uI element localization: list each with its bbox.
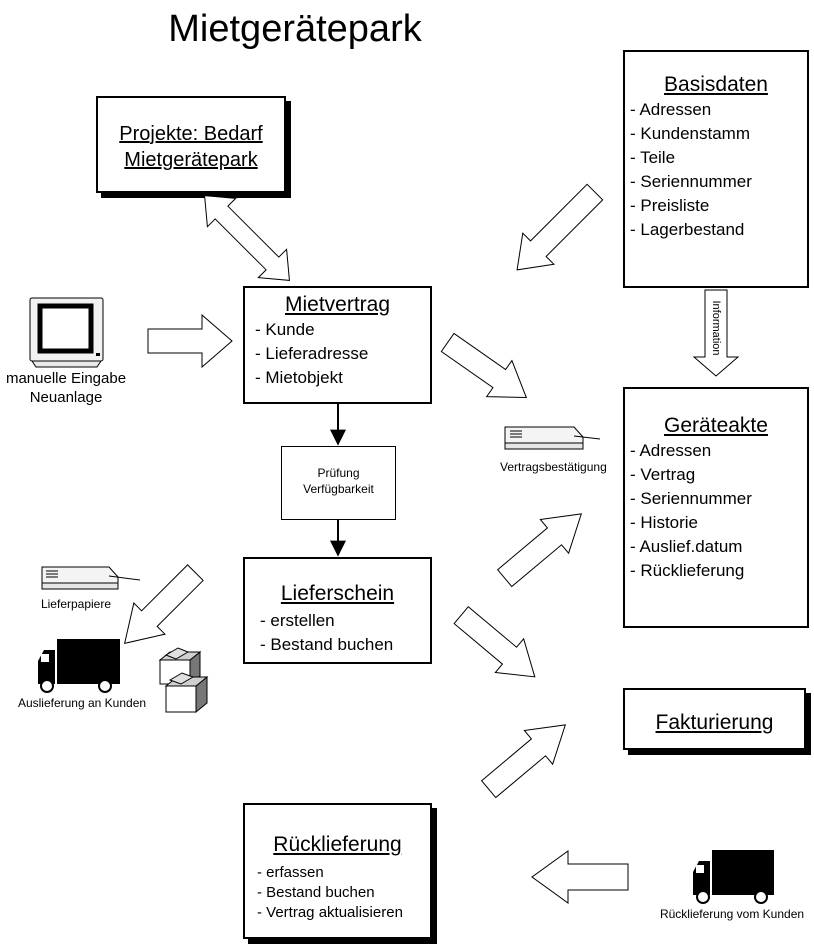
double-arrow-projekte-mietvertrag [204, 195, 290, 281]
box-icon [164, 672, 209, 714]
projekte-line2: Mietgerätepark [124, 149, 258, 171]
printer-icon [504, 426, 601, 450]
basisdaten-heading: Basisdaten [664, 73, 768, 96]
truck-icon [38, 639, 120, 693]
list-item: - Kundenstamm [630, 124, 750, 143]
arrow-eingabe-mietvertrag [147, 313, 233, 369]
pruefung-line2: Verfügbarkeit [303, 482, 374, 496]
information-arrow [692, 289, 740, 377]
list-item: - Bestand buchen [260, 635, 394, 654]
list-item: - erfassen [257, 864, 324, 881]
lieferschein-box: Lieferschein - erstellen - Bestand buche… [243, 557, 432, 664]
mietvertrag-heading: Mietvertrag [284, 293, 391, 316]
list-item: - Historie [630, 513, 699, 532]
list-item: - Vertrag aktualisieren [257, 904, 403, 921]
pruefung-line1: Prüfung [317, 466, 360, 480]
list-item: - Seriennummer [630, 172, 752, 191]
arrow-basisdaten-mietvertrag [516, 183, 604, 271]
ruecklieferung-heading: Rücklieferung [273, 833, 402, 856]
list-item: - Bestand buchen [257, 884, 375, 901]
arrow-mietvertrag-geraeteakte [440, 332, 528, 399]
list-item: - Lieferadresse [255, 344, 369, 363]
basisdaten-box: Basisdaten - Adressen - Kundenstamm - Te… [623, 50, 809, 288]
diagram-title: Mietgerätepark [168, 8, 422, 50]
ruecklieferung-box: Rücklieferung - erfassen - Bestand buche… [243, 803, 432, 939]
list-item: - Teile [630, 148, 676, 167]
ruecklieferung-kunde-caption: Rücklieferung vom Kunden [659, 907, 805, 921]
manuelle-eingabe-caption: manuelle Eingabe [5, 370, 127, 387]
arrow-lieferschein-geraeteakte [496, 513, 583, 588]
information-label: Information [710, 300, 722, 355]
box-icon [158, 647, 202, 686]
list-item: - Adressen [630, 100, 712, 119]
pruefung-box: Prüfung Verfügbarkeit [281, 446, 396, 520]
list-item: - Vertrag [630, 465, 696, 484]
list-item: - erstellen [260, 611, 335, 630]
mietvertrag-list: - Kunde - Lieferadresse - Mietobjekt [255, 318, 368, 390]
neuanlage-caption: Neuanlage [29, 389, 103, 406]
list-item: - Seriennummer [630, 489, 752, 508]
list-item: - Kunde [255, 320, 315, 339]
fakturierung-box: Fakturierung [623, 688, 806, 750]
arrow-lieferpapiere-boxes [123, 564, 204, 645]
basisdaten-list: - Adressen - Kundenstamm - Teile - Serie… [630, 98, 752, 242]
geraeteakte-list: - Adressen - Vertrag - Seriennummer - Hi… [630, 439, 752, 583]
arrow-ruecklieferung-fakturierung [480, 724, 567, 799]
list-item: - Auslief.datum [630, 537, 743, 556]
lieferschein-heading: Lieferschein [280, 582, 395, 605]
arrow-kunde-ruecklieferung [531, 850, 629, 904]
auslieferung-caption: Auslieferung an Kunden [17, 696, 147, 710]
list-item: - Adressen [630, 441, 712, 460]
list-item: - Preisliste [630, 196, 710, 215]
ruecklieferung-list: - erfassen - Bestand buchen - Vertrag ak… [257, 863, 403, 923]
geraeteakte-box: Geräteakte - Adressen - Vertrag - Serien… [623, 387, 809, 628]
fakturierung-heading: Fakturierung [655, 711, 774, 734]
list-item: - Lagerbestand [630, 220, 745, 239]
printer-icon [41, 566, 141, 590]
arrow-lieferschein-fakturierung [453, 606, 536, 678]
lieferpapiere-caption: Lieferpapiere [40, 597, 112, 611]
projekte-box: Projekte: Bedarf Mietgerätepark [96, 96, 286, 193]
monitor-icon [29, 297, 104, 368]
projekte-line1: Projekte: Bedarf [119, 123, 263, 145]
list-item: - Rücklieferung [630, 561, 745, 580]
truck-icon [693, 850, 774, 904]
lieferschein-list: - erstellen - Bestand buchen [260, 609, 393, 657]
mietvertrag-box: Mietvertrag - Kunde - Lieferadresse - Mi… [243, 286, 432, 404]
list-item: - Mietobjekt [255, 368, 343, 387]
geraeteakte-heading: Geräteakte [664, 414, 768, 437]
vertragsbestaetigung-caption: Vertragsbestätigung [500, 460, 607, 474]
